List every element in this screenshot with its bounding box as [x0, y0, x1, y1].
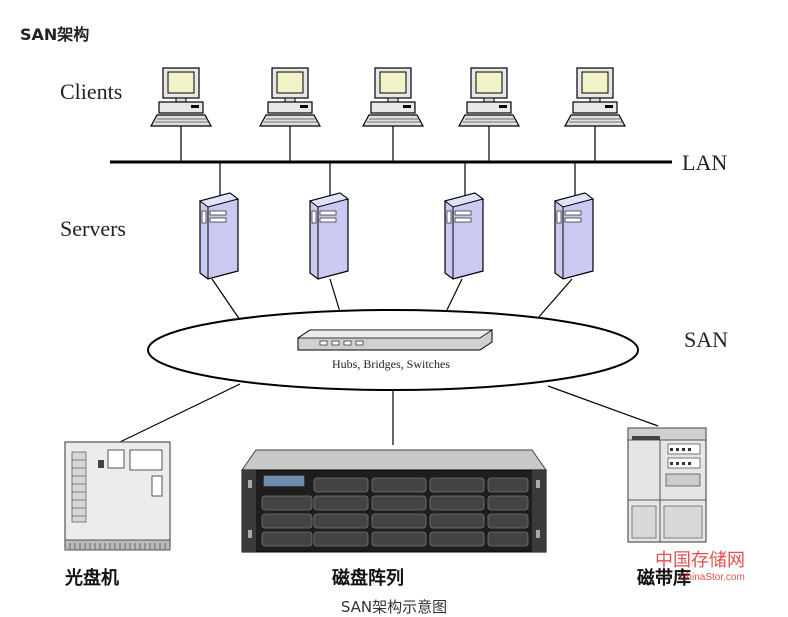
client-computer-icon [259, 67, 321, 127]
servers-label: Servers [60, 216, 126, 241]
tape-library-label: 磁带库 [637, 567, 691, 589]
client-computer-icon [458, 67, 520, 127]
server-icon [199, 192, 239, 280]
page-heading: SAN架构 [20, 25, 90, 44]
clients-label: Clients [60, 79, 122, 104]
watermark-title: 中国存储网 [655, 550, 745, 571]
tape-library-icon [627, 427, 707, 543]
optical-jukebox-label: 光盘机 [64, 567, 119, 589]
client-computer-icon [362, 67, 424, 127]
client-computer-icon [564, 67, 626, 127]
switch-label: Hubs, Bridges, Switches [332, 357, 450, 371]
server-icon [554, 192, 594, 280]
san-label: SAN [684, 327, 728, 352]
watermark-url: ChinaStor.com [679, 572, 745, 583]
disk-array-label: 磁盘阵列 [332, 567, 404, 589]
server-icon [309, 192, 349, 280]
figure-caption: SAN架构示意图 [340, 598, 448, 616]
disk-array-icon [241, 449, 547, 553]
lan-label: LAN [682, 150, 727, 175]
optical-jukebox-icon [64, 441, 171, 551]
server-icon [444, 192, 484, 280]
switch-icon [296, 329, 494, 351]
client-computer-icon [150, 67, 212, 127]
